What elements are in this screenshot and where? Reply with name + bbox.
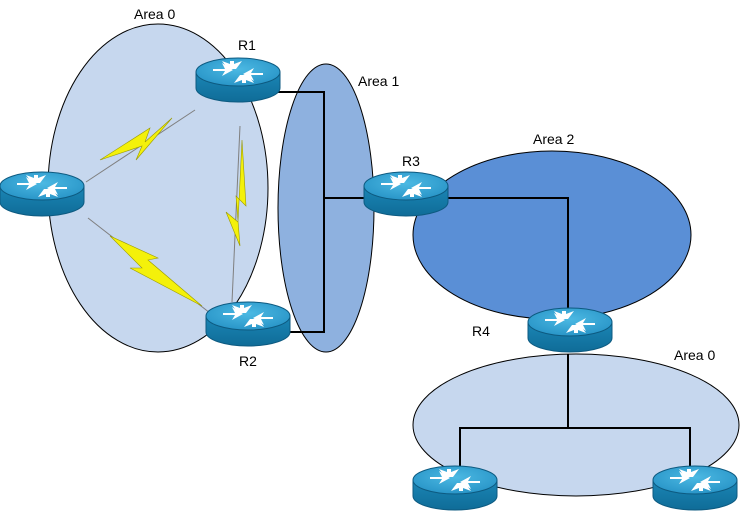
router-r3-label: R3 <box>402 153 420 169</box>
area0-bottom-ellipse <box>412 353 740 497</box>
router-r4-label: R4 <box>472 323 490 339</box>
router-bottom-left-icon[interactable] <box>412 465 498 511</box>
serial-link-left-r1 <box>85 109 196 183</box>
router-r1-label: R1 <box>238 37 256 53</box>
router-r3-icon[interactable] <box>363 171 449 217</box>
router-r2-label: R2 <box>239 353 257 369</box>
router-r1-icon[interactable] <box>195 57 281 103</box>
serial-link-r1-r2 <box>225 125 247 303</box>
router-r2-icon[interactable] <box>205 301 291 347</box>
area1-label: Area 1 <box>358 73 399 89</box>
ethernet-area1-bus <box>276 91 368 333</box>
router-r4-icon[interactable] <box>527 307 613 353</box>
router-bottom-right-icon[interactable] <box>652 465 738 511</box>
router-left-icon[interactable] <box>0 171 85 217</box>
serial-link-left-r2 <box>87 217 211 314</box>
area2-ellipse <box>412 150 692 320</box>
ethernet-r3-r4 <box>448 197 569 318</box>
area2-label: Area 2 <box>533 131 574 147</box>
ethernet-area0-bottom-bus <box>459 354 691 468</box>
area0-bottom-label: Area 0 <box>674 347 715 363</box>
area1-ellipse <box>277 63 375 353</box>
area0-top-label: Area 0 <box>134 6 175 22</box>
